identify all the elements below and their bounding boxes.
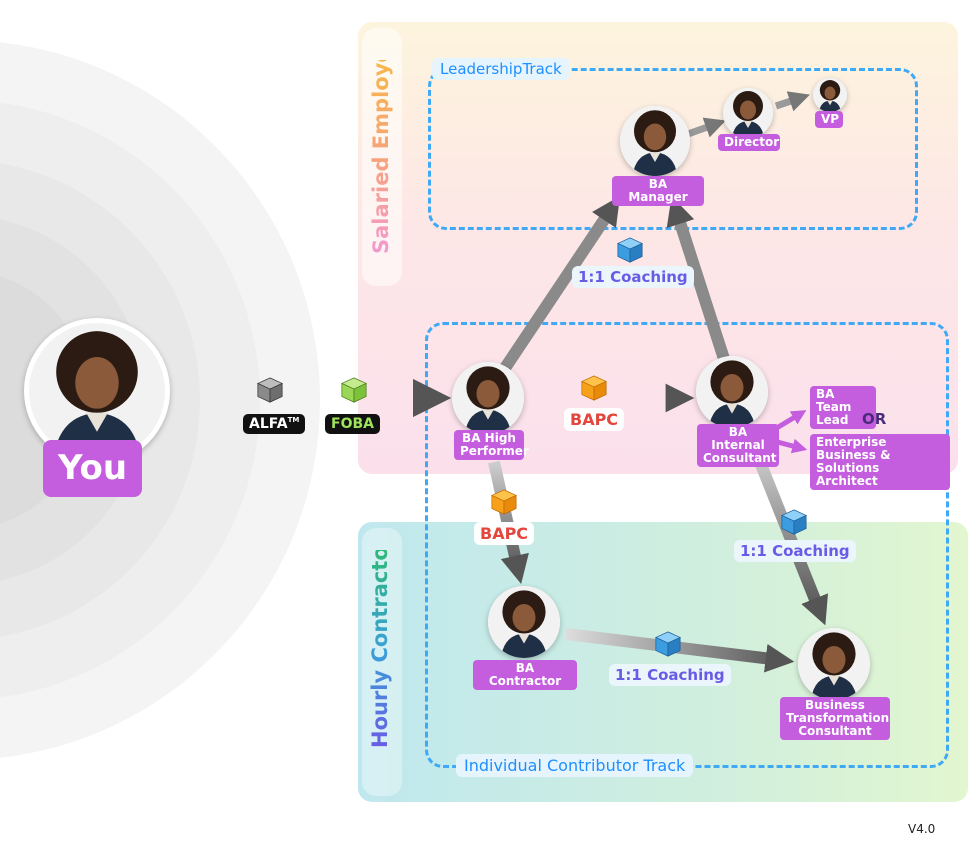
- salaried-title-strip: [362, 28, 402, 286]
- person-portrait-icon: [29, 323, 165, 459]
- contractor-label: BA Contractor: [473, 660, 577, 690]
- manager-avatar: [620, 106, 690, 176]
- rubiks-cube-green-icon: [340, 376, 368, 404]
- arrow-hp-to-manager: [500, 196, 621, 372]
- person-portrait-icon: [696, 356, 768, 428]
- rubiks-cube-blue-icon: [780, 508, 808, 536]
- director-avatar: [723, 88, 773, 138]
- contractor-avatar: [488, 586, 560, 658]
- transformation-consultant-avatar: [798, 628, 870, 700]
- bapc-middle-label: BAPC: [564, 408, 625, 431]
- arrow-manager-to-director: [686, 117, 726, 138]
- rubiks-cube-orange-icon: [580, 374, 608, 402]
- or-text: OR: [862, 410, 887, 428]
- alfa-badge-text: ALFA: [249, 416, 288, 432]
- rubiks-cube-gray-icon: [256, 376, 284, 404]
- person-portrait-icon: [452, 362, 524, 434]
- high-performer-avatar: [452, 362, 524, 434]
- team-lead-label: BA Team Lead: [810, 386, 876, 429]
- you-avatar: [24, 318, 170, 464]
- coaching-right-label: 1:1 Coaching: [734, 540, 856, 562]
- individual-track-label: Individual Contributor Track: [456, 754, 694, 777]
- director-label: Director: [718, 134, 780, 151]
- foba-badge: FOBA: [325, 414, 380, 434]
- person-portrait-icon: [813, 78, 847, 112]
- rubiks-cube-blue-icon: [616, 236, 644, 264]
- alfa-badge: ALFATM: [243, 414, 306, 434]
- arrow-internal-to-transformation: [750, 449, 829, 626]
- bapc-down-label: BAPC: [474, 522, 535, 545]
- rubiks-cube-orange-icon: [490, 488, 518, 516]
- enterprise-architect-label: Enterprise Business & Solutions Architec…: [810, 434, 950, 490]
- arrow-hp-to-contractor: [488, 460, 529, 585]
- internal-consultant-avatar: [696, 356, 768, 428]
- high-performer-label: BA High Performer: [454, 430, 529, 460]
- person-portrait-icon: [620, 106, 690, 176]
- rubiks-cube-blue-icon: [654, 630, 682, 658]
- internal-consultant-label: BA Internal Consultant: [697, 424, 779, 467]
- alfa-trademark: TM: [287, 416, 300, 424]
- person-portrait-icon: [723, 88, 773, 138]
- transformation-consultant-label: Business Transformation Consultant: [780, 697, 890, 740]
- arrow-director-to-vp: [774, 91, 810, 112]
- manager-label: BA Manager: [612, 176, 704, 206]
- leadership-track-box: [428, 68, 918, 230]
- version-label: V4.0: [908, 822, 936, 836]
- person-portrait-icon: [798, 628, 870, 700]
- hourly-title-strip: [362, 528, 402, 796]
- you-label: You: [43, 440, 142, 497]
- coaching-top-label: 1:1 Coaching: [572, 266, 694, 288]
- vp-label: VP: [815, 111, 843, 128]
- coaching-bottom-label: 1:1 Coaching: [609, 664, 731, 686]
- leadership-track-label: LeadershipTrack: [432, 58, 570, 80]
- vp-avatar: [813, 78, 847, 112]
- arrow-internal-to-manager: [666, 196, 731, 364]
- person-portrait-icon: [488, 586, 560, 658]
